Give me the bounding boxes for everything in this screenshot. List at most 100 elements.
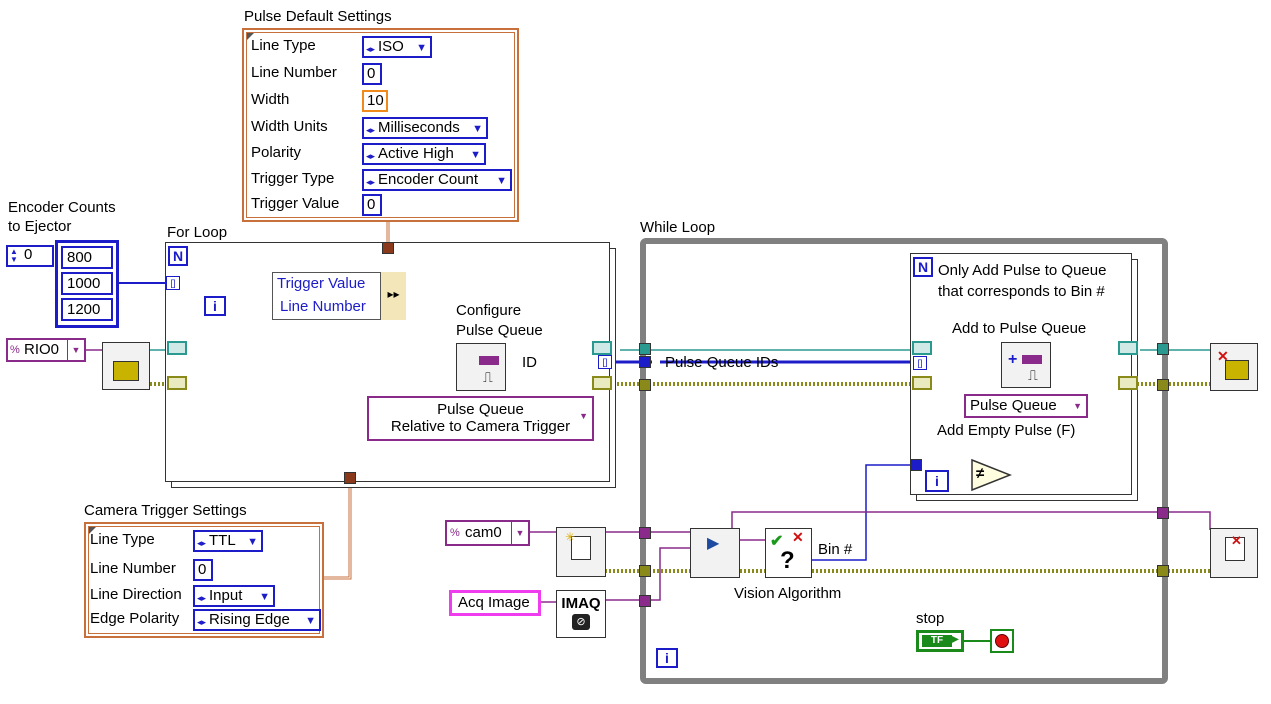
resource-icon: % [10,344,20,356]
camera-open-node[interactable]: ✳ [556,527,606,577]
ring-value: Encoder Count [378,171,479,188]
for-loop-autoindex: [] [166,276,180,290]
encoder-index[interactable]: ▲▼ 0 [6,245,54,267]
while-tunnel-err-right-2 [1157,565,1169,577]
chevron-down-icon[interactable]: ▼ [472,123,483,135]
pulse-row-label-1: Line Number [251,64,337,81]
ring-value: Rising Edge [209,611,290,628]
chevron-down-icon[interactable]: ▼ [496,175,507,187]
encoder-element[interactable]: 1000 [61,272,113,295]
for-loop-count-terminal[interactable]: N [168,246,188,266]
close-session-node[interactable]: ✕ [1210,343,1258,391]
close-session-icon [1225,360,1249,380]
pulse-row-control-5[interactable]: ◂▸Encoder Count ▼ [362,169,512,191]
camera-row-control-2[interactable]: ◂▸Input▼ [193,585,275,607]
rio-resource-control[interactable]: % RIO0 ▼ [6,338,86,362]
inner-loop-count-terminal[interactable]: N [913,257,933,277]
camera-cluster-corner-icon [89,527,96,534]
pulse-row-control-3[interactable]: ◂▸Milliseconds ▼ [362,117,488,139]
session-open-icon [113,361,139,381]
ring-arrows-icon[interactable]: ◂▸ [197,617,207,627]
camera-close-icon [1225,537,1245,561]
index-updown-icon[interactable]: ▲▼ [10,247,18,264]
vision-algorithm-node[interactable]: ✔ ✕ ? [765,528,812,578]
not-equal-node[interactable] [970,458,1012,492]
ring-arrows-icon[interactable]: ◂▸ [197,593,207,603]
for-sr-left-ref [167,341,187,355]
inner-sr-left-ref [912,341,932,355]
stop-button-terminal[interactable]: TF ▶ [916,630,964,652]
chevron-down-icon[interactable]: ▼ [470,149,481,161]
pulse-row-control-4[interactable]: ◂▸Active High▼ [362,143,486,165]
add-to-pulse-queue-node[interactable]: + ⎍ [1001,342,1051,388]
while-loop-frame[interactable] [640,238,1168,684]
vision-algorithm-label: Vision Algorithm [734,585,842,602]
camera-row-control-1[interactable]: 0 [193,559,213,581]
pulse-row-label-4: Polarity [251,144,302,161]
pulse-row-control-6[interactable]: 0 [362,194,382,216]
configure-id-output: ID [522,354,537,371]
encoder-element[interactable]: 800 [61,246,113,269]
stop-label: stop [916,610,945,627]
inner-note-2: that corresponds to Bin # [938,283,1105,300]
camera-close-node[interactable]: ✕ [1210,528,1258,578]
pulse-queue-ids-label: Pulse Queue IDs [665,354,779,371]
camera-close-x-icon: ✕ [1231,533,1242,548]
while-tunnel-ref-right [1157,343,1169,355]
open-session-node[interactable] [102,342,150,390]
camera-open-icon [571,536,591,560]
imaq-create-node[interactable]: IMAQ ⊘ [556,590,606,638]
imaq-icon: ⊘ [572,614,590,630]
while-loop-label: While Loop [640,219,716,236]
bin-output-label: Bin # [818,541,853,558]
encoder-array[interactable]: 800 1000 1200 [55,240,119,328]
chevron-down-icon[interactable]: ▼ [247,536,258,548]
camera-row-control-0[interactable]: ◂▸TTL ▼ [193,530,263,552]
ring-value: TTL [209,532,236,549]
question-icon: ? [780,547,795,574]
add-to-queue-label: Add to Pulse Queue [952,320,1087,337]
ring-arrows-icon[interactable]: ◂▸ [197,538,207,548]
chevron-down-icon[interactable]: ▼ [305,615,316,627]
pulse-queue-ring[interactable]: Pulse Queue Relative to Camera Trigger ▼ [367,396,594,441]
cluster-tunnel [382,242,394,254]
pulse-row-control-0[interactable]: ◂▸ISO ▼ [362,36,432,58]
ring-arrows-icon[interactable]: ◂▸ [366,177,376,187]
pulse-row-control-1[interactable]: 0 [362,63,382,85]
configure-pulse-queue-node[interactable]: ⎍ [456,343,506,391]
add-queue-icon [1022,355,1042,364]
bundle-trigger-value: Trigger Value [277,275,366,292]
inner-pulse-queue-ring[interactable]: Pulse Queue ▼ [964,394,1088,418]
ring-value: Milliseconds [378,119,460,136]
camera-row-label-2: Line Direction [90,586,182,603]
while-tunnel-cam-left-2 [639,565,651,577]
while-loop-iteration-terminal: i [656,648,678,668]
grab-node[interactable]: ▶ [690,528,740,578]
pulse-row-label-6: Trigger Value [251,195,340,212]
encoder-element[interactable]: 1200 [61,298,113,321]
pulse-icon: ⎍ [483,369,493,385]
rio-dropdown-icon[interactable]: ▼ [67,340,84,360]
inner-ring-dropdown-icon[interactable]: ▼ [1073,401,1082,411]
camera-dropdown-icon[interactable]: ▼ [511,522,528,544]
for-loop-iteration-terminal: i [204,296,226,316]
camera-resource-control[interactable]: % cam0 ▼ [445,520,530,546]
camera-row-label-3: Edge Polarity [90,610,180,627]
ring-arrows-icon[interactable]: ◂▸ [366,125,376,135]
while-tunnel-cam-right [1157,507,1169,519]
bundle-line-number: Line Number [280,298,366,315]
ring-arrows-icon[interactable]: ◂▸ [366,44,376,54]
for-sr-right-ref [592,341,612,355]
acq-image-control[interactable]: Acq Image [449,590,541,616]
stop-condition-icon [990,629,1014,653]
chevron-down-icon[interactable]: ▼ [416,42,427,54]
ring-arrows-icon[interactable]: ◂▸ [366,151,376,161]
ring-dropdown-icon[interactable]: ▼ [579,411,588,421]
ring-value: 0 [367,196,376,213]
camera-row-control-3[interactable]: ◂▸Rising Edge ▼ [193,609,321,631]
chevron-down-icon[interactable]: ▼ [259,591,270,603]
ring-value: ISO [378,38,404,55]
pulse-row-control-2[interactable]: 10 [362,90,388,112]
encoder-label-1: Encoder Counts [8,199,116,216]
cross-icon: ✕ [792,529,804,545]
